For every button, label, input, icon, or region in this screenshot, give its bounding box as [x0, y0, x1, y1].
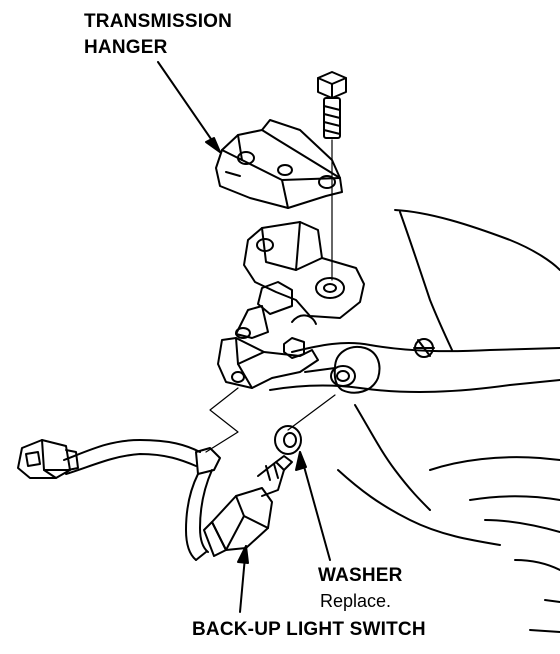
- mount-bracket: [235, 221, 365, 339]
- harness-connector: [17, 439, 79, 479]
- leader-arrows: [157, 61, 336, 613]
- backup-light-switch: [203, 455, 293, 557]
- washer-replace-note: Replace.: [320, 591, 392, 611]
- transmission-hanger: [215, 119, 343, 209]
- transmission-case: [269, 209, 560, 633]
- hanger-bolt: [317, 71, 347, 281]
- wire-harness: [63, 387, 239, 561]
- switch-port-boss: [304, 346, 381, 394]
- harness-bracket: [217, 337, 319, 389]
- backup-light-switch-label: BACK-UP LIGHT SWITCH: [192, 619, 426, 640]
- transmission-hanger-label-line1: TRANSMISSION: [84, 11, 233, 32]
- washer-label: WASHER: [318, 565, 403, 586]
- washer: [274, 425, 302, 455]
- transmission-hanger-label-line2: HANGER: [84, 37, 168, 58]
